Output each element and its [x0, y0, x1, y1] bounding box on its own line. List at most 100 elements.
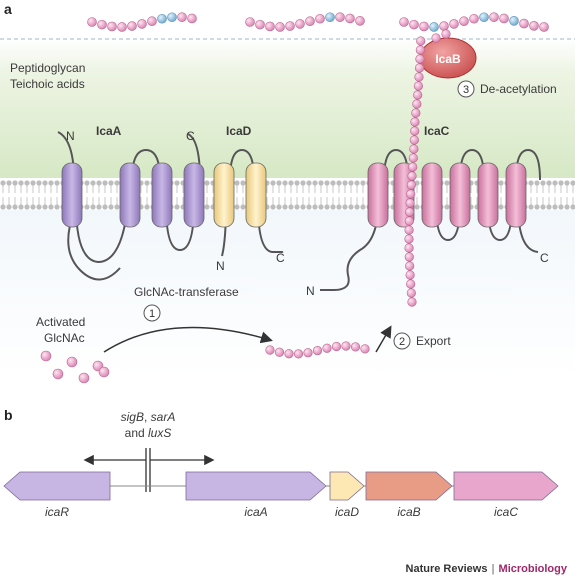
- polymer-bead-acetylated: [479, 12, 489, 23]
- activated-label-line2: GlcNAc: [44, 331, 85, 345]
- polymer-bead: [177, 12, 187, 22]
- polymer-bead-acetylated: [325, 12, 335, 23]
- polymer-bead: [539, 22, 549, 32]
- icaA-helix: [151, 162, 173, 228]
- lipid-head: [534, 204, 540, 210]
- polymer-bead: [405, 261, 415, 271]
- lipid-head: [348, 180, 354, 186]
- polymer-bead: [98, 366, 110, 378]
- lipid-head: [552, 204, 558, 210]
- lipid-head: [48, 180, 54, 186]
- polymer-bead: [87, 17, 97, 27]
- gene-icaR: [3, 471, 111, 501]
- icaC-helix: [421, 162, 443, 228]
- regulator-sigB: sigB: [121, 410, 144, 424]
- transferase-arrow: [103, 326, 273, 353]
- lipid-head: [282, 180, 288, 186]
- lipid-head: [234, 204, 240, 210]
- polymer-bead: [410, 126, 420, 136]
- lipid-head: [42, 180, 48, 186]
- icaD-c-terminus: C: [276, 251, 285, 265]
- polymer-bead: [295, 19, 305, 29]
- polymer-bead: [406, 288, 416, 298]
- lipid-head: [18, 180, 24, 186]
- lipid-head: [528, 180, 534, 186]
- polymer-bead: [519, 18, 529, 29]
- gene-icaB: [365, 471, 453, 501]
- icaA-helix: [119, 162, 141, 228]
- polymer-bead: [303, 348, 313, 358]
- regulators-line2: and luxS: [125, 426, 172, 440]
- lipid-head: [564, 204, 570, 210]
- polymer-bead: [415, 45, 425, 55]
- lipid-head: [360, 180, 366, 186]
- lipid-head: [204, 204, 210, 210]
- polymer-bead: [413, 81, 423, 91]
- polymer-bead: [78, 372, 90, 384]
- step-2-badge: [393, 332, 411, 350]
- lipid-head: [0, 204, 6, 210]
- lipid-head: [312, 204, 318, 210]
- activated-label-line1: Activated: [36, 315, 85, 329]
- regulator-and: and: [125, 426, 148, 440]
- polymer-bead: [408, 162, 418, 172]
- lipid-head: [276, 180, 282, 186]
- polymer-bead: [414, 63, 425, 73]
- polymer-bead: [285, 21, 295, 31]
- lipid-head: [498, 180, 504, 186]
- lipid-head: [306, 204, 312, 210]
- lipid-head: [312, 180, 318, 186]
- polymer-bead: [405, 270, 415, 280]
- polymer-bead: [404, 234, 414, 244]
- deacetylation-label: De-acetylation: [480, 82, 557, 96]
- lipid-head: [540, 204, 546, 210]
- polymer-bead: [459, 16, 469, 27]
- regulator-comma: ,: [144, 410, 151, 424]
- gene-icaA: [185, 471, 327, 501]
- polymer-bead: [529, 21, 539, 31]
- polymer-bead: [409, 19, 419, 30]
- lipid-head: [288, 204, 294, 210]
- step-2-number: 2: [399, 336, 405, 348]
- lipid-head: [294, 204, 300, 210]
- lipid-head: [540, 180, 546, 186]
- icaA-c-terminus: C: [186, 129, 195, 143]
- icaB-label: IcaB: [435, 52, 461, 66]
- lipid-head: [546, 180, 552, 186]
- lipid-head: [570, 180, 575, 186]
- icaC-c-terminus: C: [540, 251, 549, 265]
- peptidoglycan-label: Peptidoglycan: [10, 61, 85, 75]
- lipid-head: [288, 180, 294, 186]
- lipid-head: [546, 204, 552, 210]
- lipid-head: [30, 180, 36, 186]
- lipid-head: [96, 204, 102, 210]
- credit-section: Microbiology: [499, 563, 568, 575]
- polymer-bead: [331, 341, 342, 352]
- regulators-line1: sigB, sarA: [121, 410, 176, 424]
- lipid-head: [12, 204, 18, 210]
- polymer-bead: [315, 13, 325, 24]
- lipid-head: [204, 180, 210, 186]
- lipid-head: [18, 204, 24, 210]
- peptidoglycan-chains: [87, 12, 549, 32]
- lipid-head: [12, 180, 18, 186]
- polymer-bead: [66, 356, 78, 368]
- regulator-luxS: luxS: [148, 426, 171, 440]
- polymer-bead: [305, 16, 315, 27]
- export-label: Export: [416, 334, 451, 348]
- polymer-bead: [127, 21, 137, 31]
- lipid-head: [342, 204, 348, 210]
- polymer-bead: [415, 54, 425, 64]
- polymer-bead: [312, 345, 323, 356]
- icaA-label: IcaA: [96, 124, 122, 138]
- lipid-head: [36, 204, 42, 210]
- lipid-head: [30, 204, 36, 210]
- polymer-bead: [187, 13, 197, 24]
- polymer-bead: [489, 12, 499, 22]
- polymer-bead: [345, 13, 355, 24]
- lipid-head: [294, 180, 300, 186]
- lipid-head: [96, 180, 102, 186]
- lipid-head: [90, 180, 96, 186]
- lipid-head: [144, 180, 150, 186]
- regulator-sarA: sarA: [151, 410, 176, 424]
